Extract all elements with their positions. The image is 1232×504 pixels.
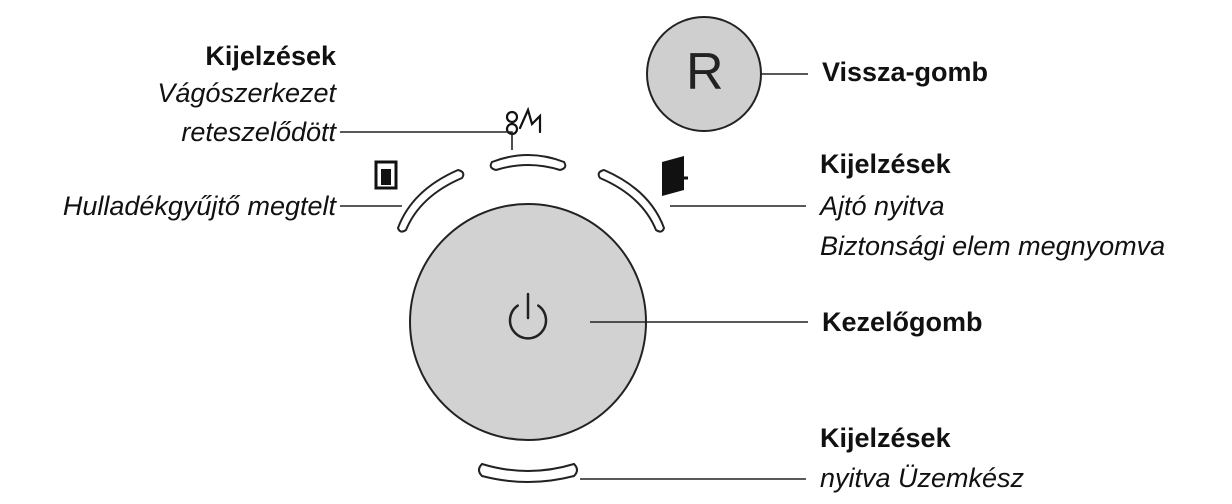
indicator-light-right [597, 168, 666, 233]
right-group-heading: Kijelzések [820, 149, 951, 179]
indicator-light-top [489, 154, 567, 172]
power-icon [508, 292, 548, 340]
bottom-group-heading: Kijelzések [820, 423, 951, 453]
main-button-label: Kezelőgomb [822, 307, 983, 337]
reset-letter: R [686, 43, 724, 101]
indicator-light-bottom [478, 462, 578, 483]
left-indicator-label: Hulladékgyűjtő megtelt [62, 191, 336, 221]
reset-button[interactable] [646, 16, 762, 132]
top-group-line2: reteszelődött [181, 117, 336, 147]
reset-button-label: Vissza-gomb [822, 57, 989, 87]
top-group-line1: Vágószerkezet [157, 78, 336, 108]
leader-top [340, 131, 513, 150]
indicator-light-left [396, 168, 465, 233]
bottom-group-line1: nyitva Üzemkész [820, 463, 1025, 493]
right-group-line1: Ajtó nyitva [820, 191, 945, 221]
leader-lines [340, 73, 808, 480]
right-group-line2: Biztonsági elem megnyomva [820, 231, 1166, 261]
top-group-heading: Kijelzések [205, 41, 336, 71]
bin-full-icon [374, 160, 398, 190]
door-open-icon [662, 156, 688, 196]
cutter-jam-icon [505, 106, 542, 136]
